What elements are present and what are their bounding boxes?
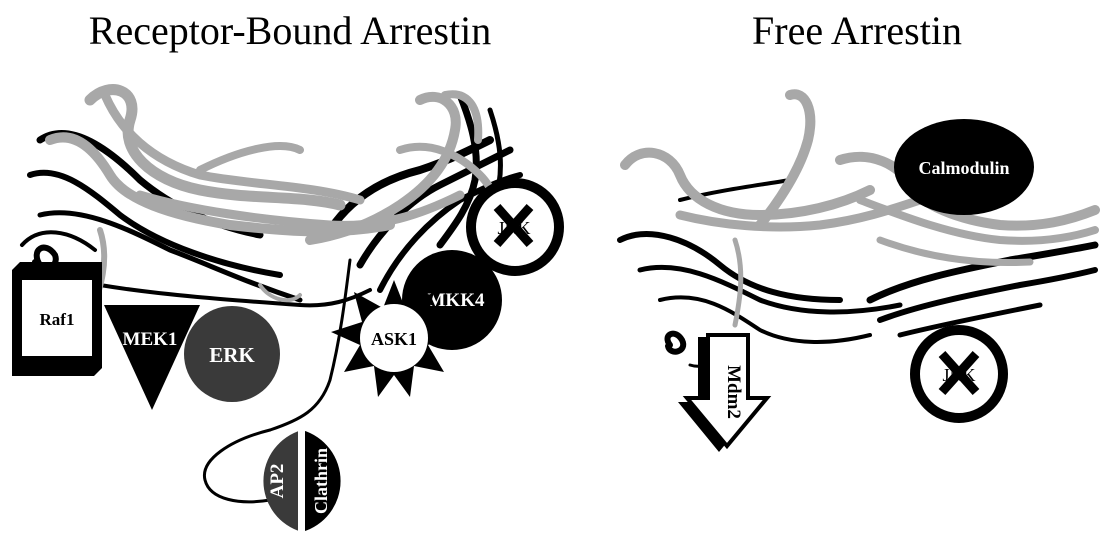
ap2-clathrin-circle: AP2 Clathrin xyxy=(263,428,340,534)
left-panel-title: Receptor-Bound Arrestin xyxy=(89,8,491,53)
free-arrestin-structure xyxy=(620,94,1095,366)
ap2-label: AP2 xyxy=(267,464,288,499)
raf1-label: Raf1 xyxy=(40,310,75,329)
mdm2-label: Mdm2 xyxy=(723,365,744,419)
mdm2-arrow: Mdm2 xyxy=(678,335,767,452)
jnk-label: JNK xyxy=(497,218,530,238)
calmodulin-label: Calmodulin xyxy=(918,158,1009,178)
erk-circle: ERK xyxy=(184,306,280,402)
right-panel-title: Free Arrestin xyxy=(752,8,962,53)
erk-label: ERK xyxy=(209,343,255,367)
mek1-label: MEK1 xyxy=(123,329,178,350)
mkk4-label: MKK4 xyxy=(428,290,485,311)
jnk-label: JNK xyxy=(942,365,975,385)
jnk-ring-right: JNK xyxy=(915,330,1003,418)
calmodulin-ellipse: Calmodulin xyxy=(894,119,1034,215)
raf1-box: Raf1 xyxy=(12,262,102,376)
clathrin-label: Clathrin xyxy=(311,448,331,514)
ask1-label: ASK1 xyxy=(371,329,417,349)
jnk-ring-left: JNK xyxy=(471,183,559,271)
